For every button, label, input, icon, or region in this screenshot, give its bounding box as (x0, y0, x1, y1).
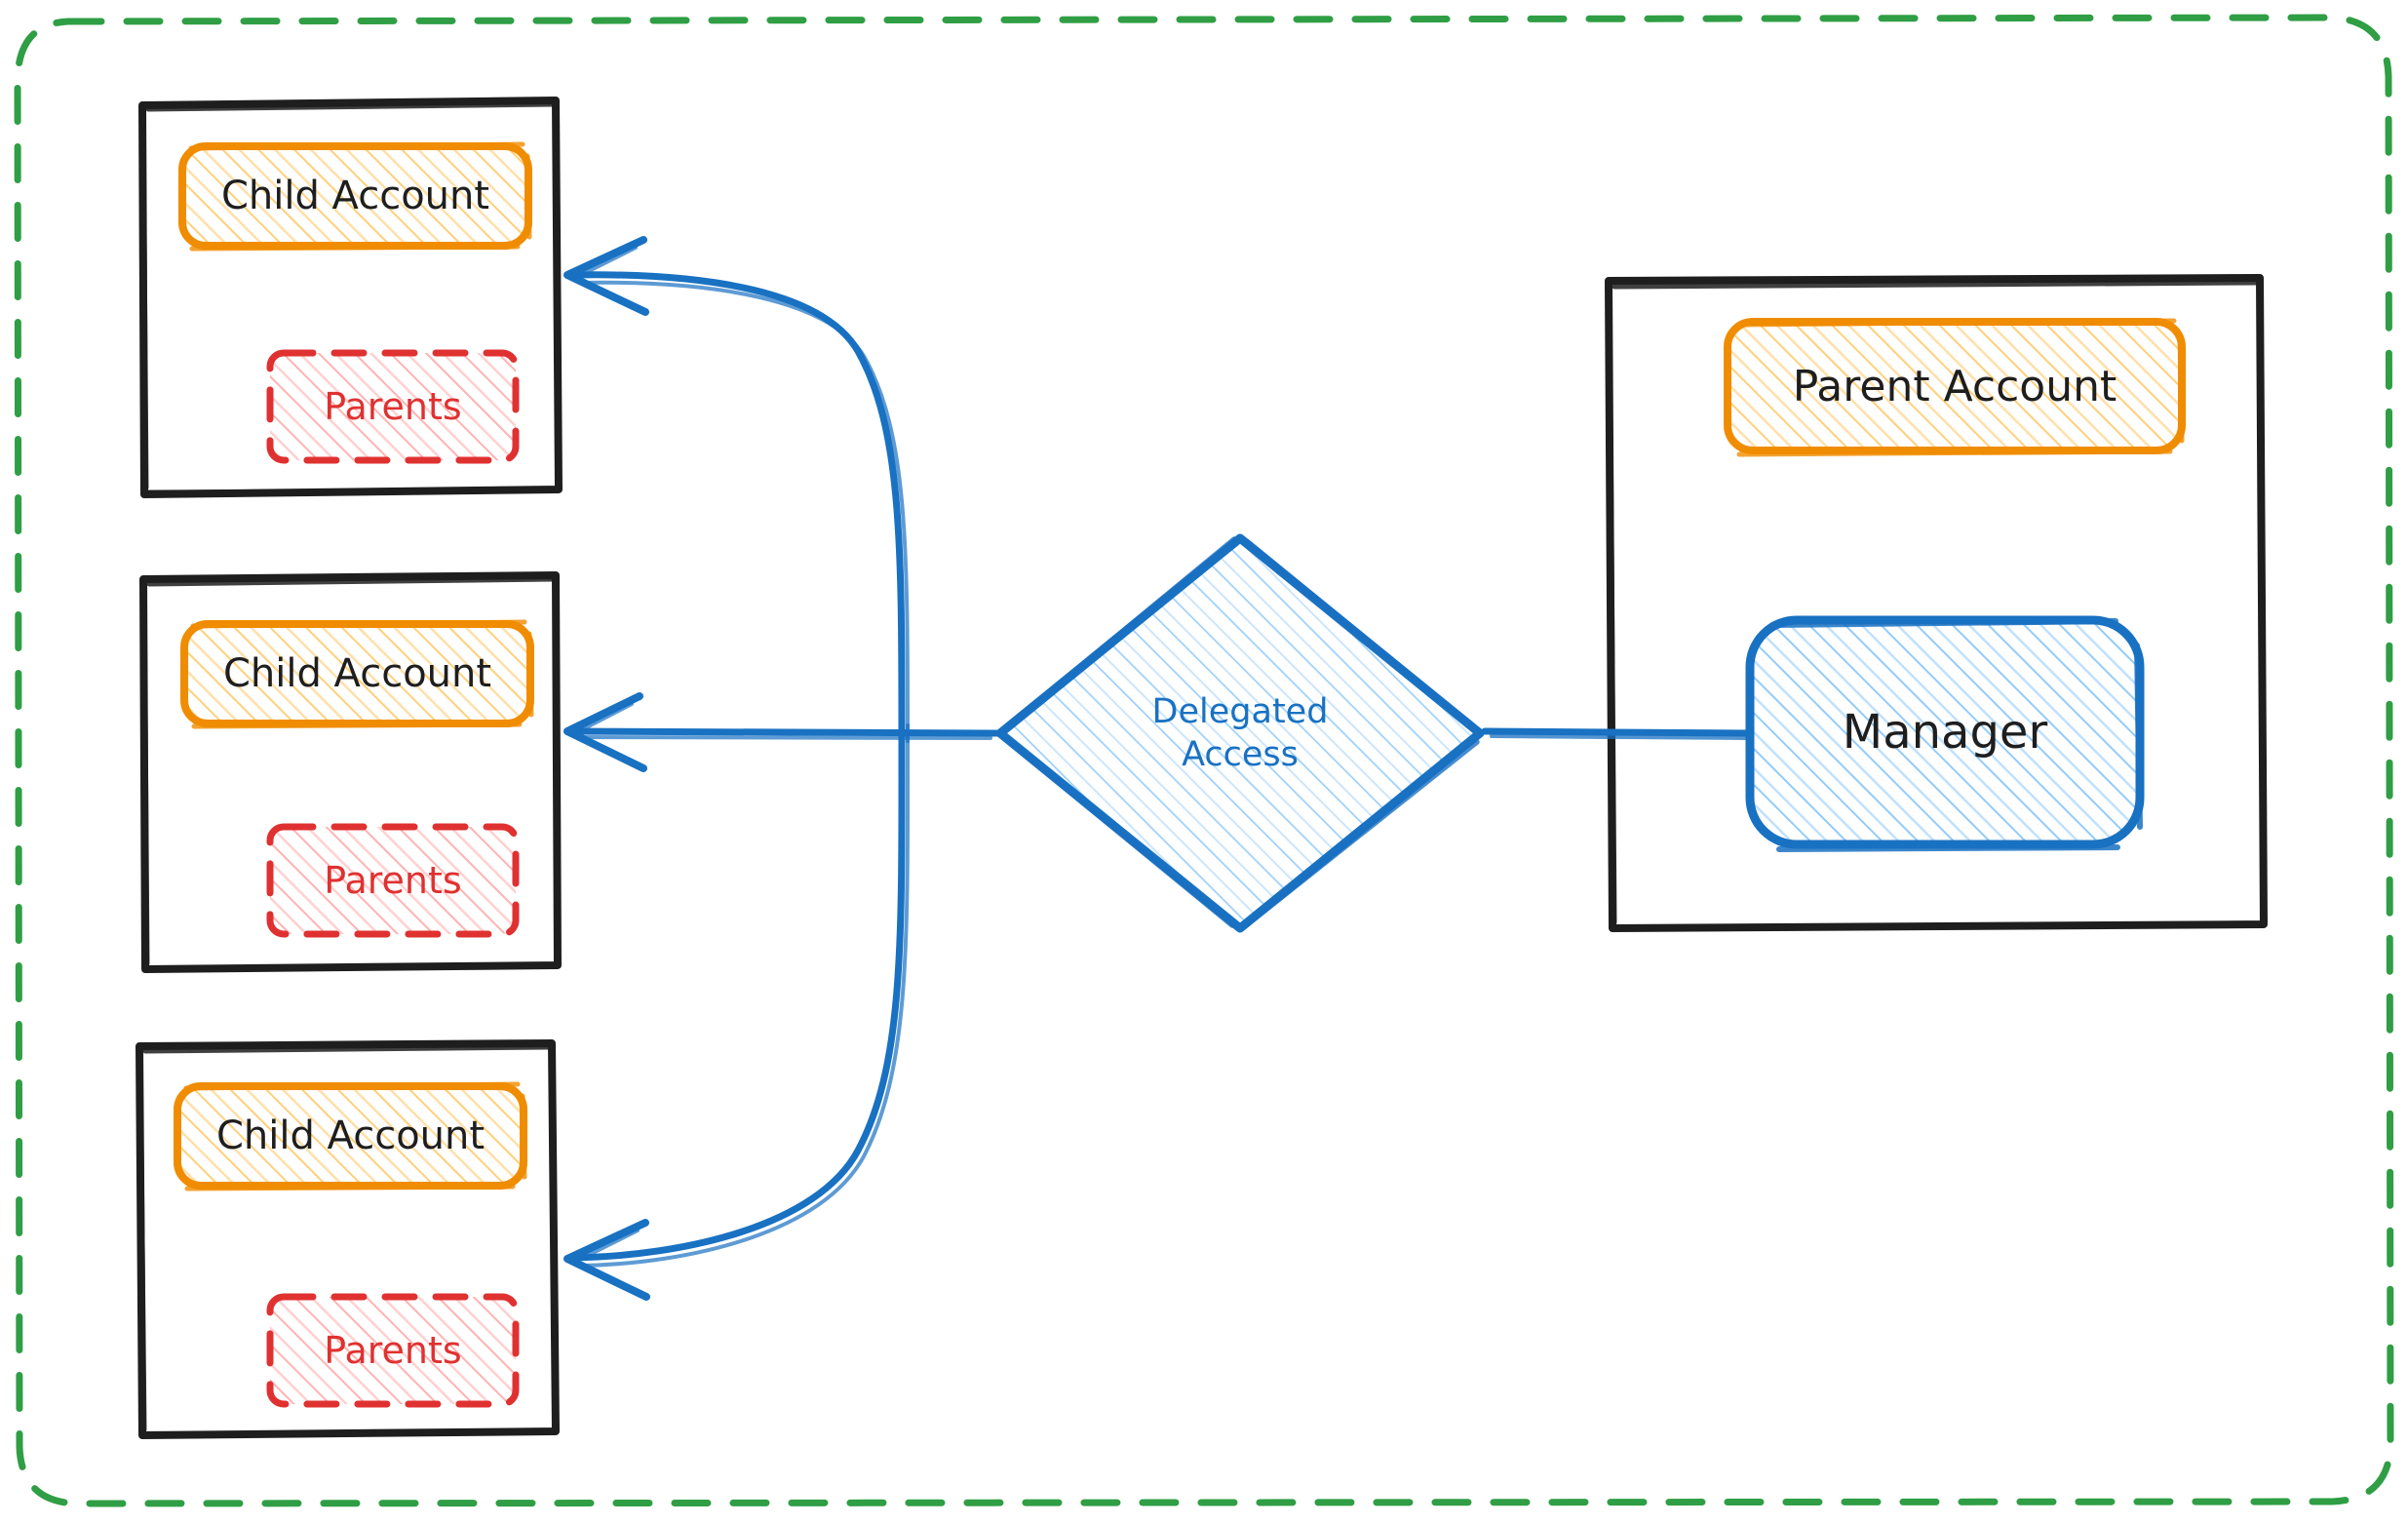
child-account-3-shape (174, 1081, 527, 1192)
manager-shape (1745, 615, 2145, 852)
child-account-2-shape (180, 619, 534, 729)
child-account-1-shape (178, 141, 532, 252)
edge-gateway-to-child-2 (563, 692, 1000, 772)
edge-manager-to-gateway (1481, 727, 1754, 740)
organization-boundary (14, 14, 2394, 1507)
edge-gateway-to-child-1 (563, 236, 910, 745)
parents-3-shape (266, 1293, 520, 1408)
delegated-access-diamond-shape (995, 533, 1485, 933)
parent-account-shape (1724, 318, 2186, 457)
parents-1-shape (266, 349, 520, 464)
edge-gateway-to-child-3 (563, 722, 911, 1301)
parents-2-shape (266, 823, 520, 938)
